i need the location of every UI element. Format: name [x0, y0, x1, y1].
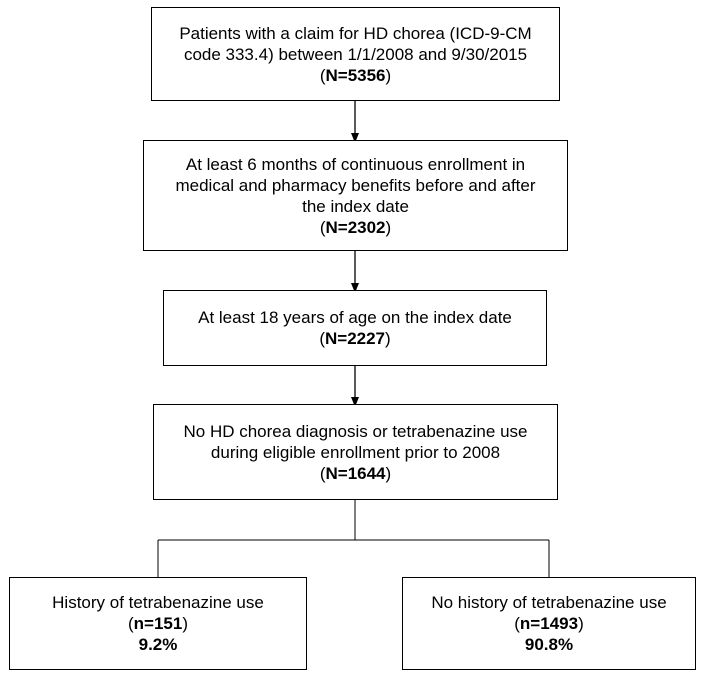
step-text-line: At least 18 years of age on the index da… [198, 308, 512, 327]
branch-label: History of tetrabenazine use [52, 593, 264, 612]
branch-count: (n=1493) [514, 614, 584, 633]
step-text-line: Patients with a claim for HD chorea (ICD… [179, 23, 532, 43]
branch-percent: 90.8% [524, 635, 574, 654]
step-box-enrollment: At least 6 months of continuous enrollme… [143, 140, 568, 251]
branch-box-no-history: No history of tetrabenazine use (n=1493)… [402, 577, 696, 670]
step-count: (N=5356) [319, 65, 392, 85]
step-count: (N=2302) [319, 217, 392, 237]
step-text-line: medical and pharmacy benefits before and… [175, 175, 536, 195]
step-count: (N=1644) [319, 463, 392, 483]
branch-label: No history of tetrabenazine use [431, 593, 667, 612]
step-count: (N=2227) [319, 329, 391, 348]
branch-percent: 9.2% [138, 635, 178, 654]
step-text-line: code 333.4) between 1/1/2008 and 9/30/20… [183, 44, 528, 64]
step-box-age: At least 18 years of age on the index da… [163, 290, 547, 366]
step-text-line: during eligible enrollment prior to 2008 [210, 442, 501, 462]
branch-count: (n=151) [127, 614, 189, 633]
step-text-line: No HD chorea diagnosis or tetrabenazine … [183, 421, 528, 441]
step-text-line: the index date [302, 196, 409, 216]
step-text-line: At least 6 months of continuous enrollme… [185, 154, 526, 174]
step-box-claims: Patients with a claim for HD chorea (ICD… [151, 7, 560, 101]
branch-box-history: History of tetrabenazine use (n=151) 9.2… [9, 577, 307, 670]
step-box-no-prior: No HD chorea diagnosis or tetrabenazine … [153, 404, 558, 500]
